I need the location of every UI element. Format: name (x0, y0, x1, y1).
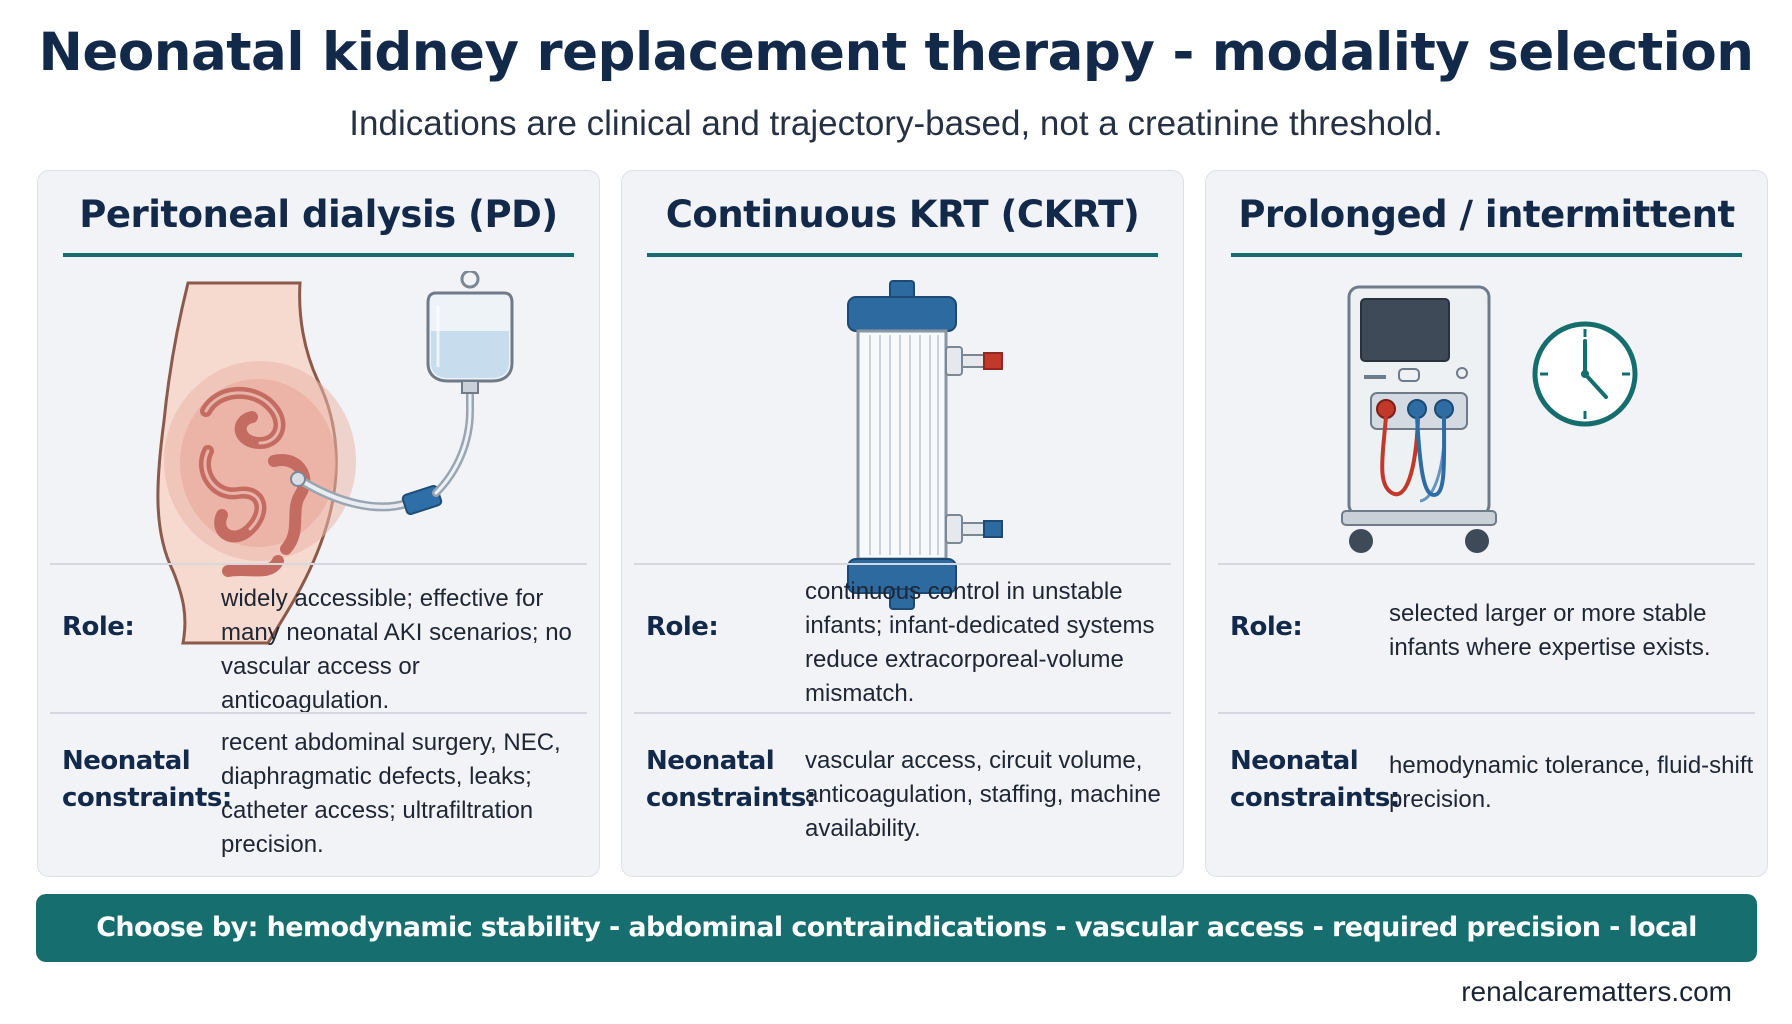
panel-intermittent: Prolonged / intermittent Role: selected (1205, 170, 1768, 877)
selection-criteria-banner: Choose by: hemodynamic stability - abdom… (36, 894, 1757, 1011)
hemofilter-icon (847, 280, 1003, 610)
constraints-text: vascular access, circuit volume, anticoa… (805, 747, 1161, 842)
constraints-text: hemodynamic tolerance, fluid-shift preci… (1389, 752, 1754, 813)
role-text: widely accessible; effective for many ne… (221, 585, 572, 714)
role-label: Role: (1230, 612, 1303, 642)
constraints-text: recent abdominal surgery, NEC, diaphragm… (221, 729, 561, 858)
dialysis-machine-icon (1341, 285, 1638, 553)
page-subtitle: Indications are clinical and trajectory-… (349, 104, 1443, 143)
panel-title: Continuous KRT (CKRT) (665, 193, 1140, 236)
role-label: Role: (646, 612, 719, 642)
panel-pd: Peritoneal dialysis (PD) (37, 170, 600, 877)
divider (634, 563, 1171, 565)
divider (634, 712, 1171, 714)
role-text: continuous control in unstable infants; … (805, 578, 1155, 707)
title-underline (647, 253, 1158, 257)
divider (50, 563, 587, 565)
panel-ckrt: Continuous KRT (CKRT) Role: continuous c… (621, 170, 1184, 877)
role-label: Role: (62, 612, 135, 642)
website-credit: renalcarematters.com (1461, 976, 1732, 1007)
constraints-label: Neonatal constraints: (1230, 746, 1400, 813)
role-text: selected larger or more stable infants w… (1389, 600, 1711, 661)
constraints-label: Neonatal constraints: (62, 746, 232, 813)
panel-title: Peritoneal dialysis (PD) (79, 193, 558, 236)
divider (1218, 712, 1755, 714)
divider (50, 712, 587, 714)
panel-title: Prolonged / intermittent (1238, 193, 1735, 236)
title-underline (63, 253, 574, 257)
constraints-label: Neonatal constraints: (646, 746, 816, 813)
peritoneal-dialysis-icon (156, 271, 514, 645)
divider (1218, 563, 1755, 565)
title-underline (1231, 253, 1742, 257)
page-title: Neonatal kidney replacement therapy - mo… (38, 22, 1754, 83)
